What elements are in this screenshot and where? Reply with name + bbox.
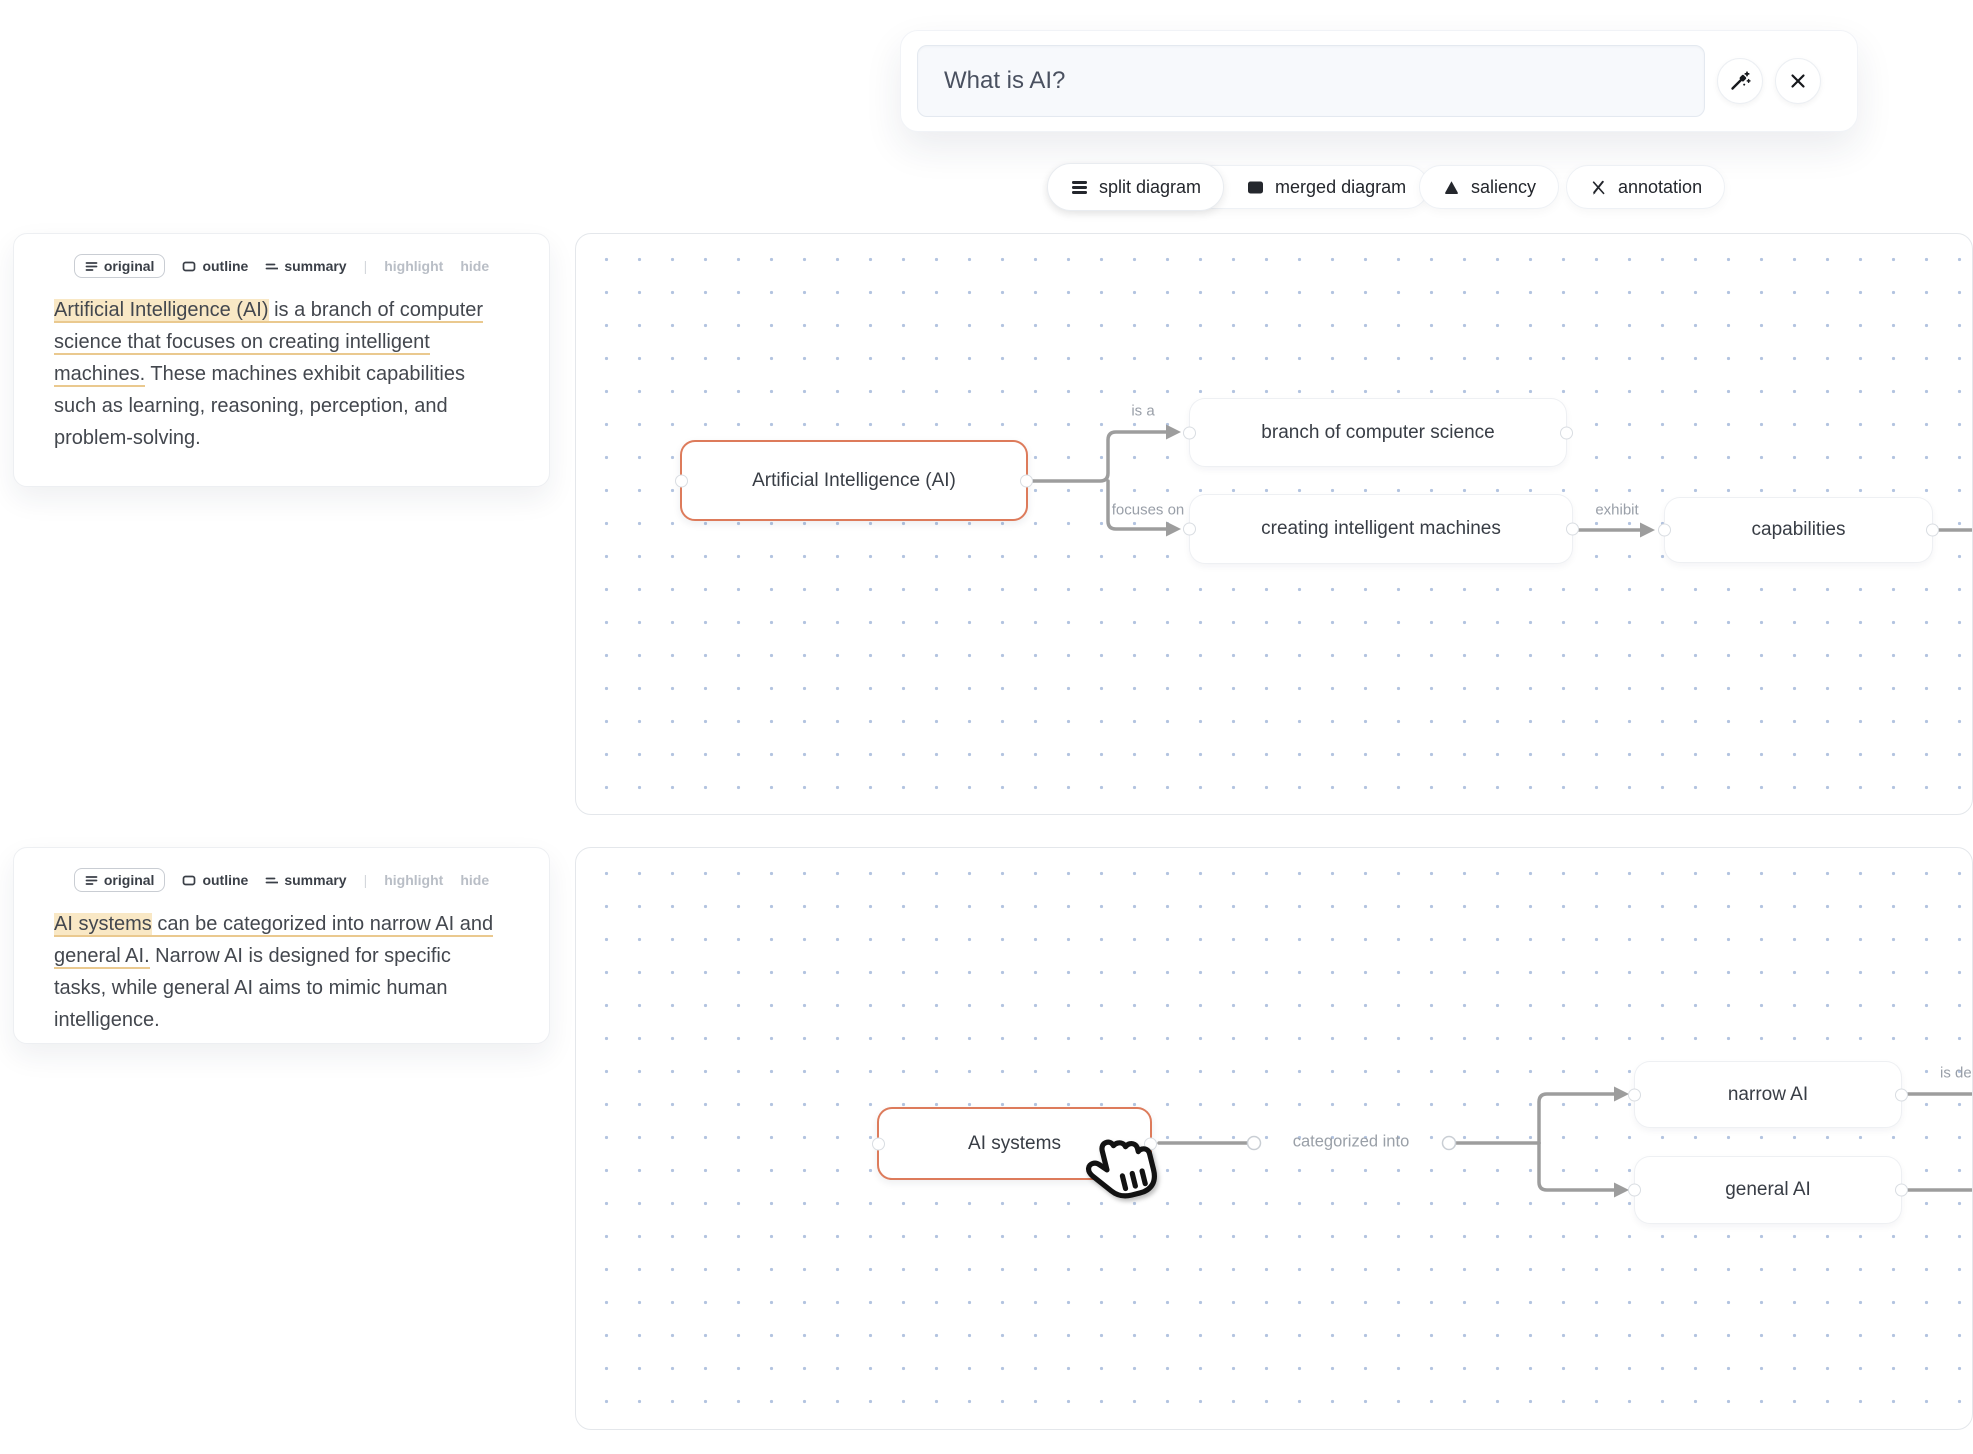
merged-diagram-button[interactable]: merged diagram — [1224, 167, 1428, 208]
triangle-icon — [1445, 180, 1458, 194]
filled-square-icon — [1248, 181, 1264, 193]
panel-tab-bar: original outline summary | highlight hid… — [14, 868, 549, 892]
tab-hide[interactable]: hide — [460, 258, 489, 274]
node-handle-left[interactable] — [1183, 426, 1196, 439]
lines-icon — [85, 875, 98, 885]
annotation-button[interactable]: annotation — [1566, 165, 1726, 209]
tab-highlight-label: highlight — [384, 872, 444, 888]
node-handle-right[interactable] — [1566, 522, 1579, 536]
node-handle-left[interactable] — [1183, 522, 1196, 536]
node-label: creating intelligent machines — [1261, 518, 1501, 539]
node-handle-left[interactable] — [1628, 1088, 1641, 1101]
lines-icon — [85, 261, 98, 271]
source-text-panel-1: original outline summary | highlight hid… — [13, 233, 550, 487]
edge-label-is-a: is a — [1131, 402, 1155, 420]
diagram-mode-switcher: split diagram merged diagram — [1047, 163, 1430, 211]
tab-outline-label: outline — [202, 258, 249, 274]
tab-original-label: original — [103, 258, 155, 274]
node-handle-right[interactable] — [1926, 523, 1939, 537]
node-artificial-intelligence[interactable]: Artificial Intelligence (AI) — [675, 440, 1033, 521]
tab-highlight-label: highlight — [384, 258, 444, 274]
edge-label-categorized-into: categorized into — [1292, 1132, 1410, 1151]
node-label: Artificial Intelligence (AI) — [752, 469, 956, 491]
tab-highlight[interactable]: highlight — [384, 258, 443, 274]
diagram-canvas-2[interactable]: categorized into is de AI systems narrow… — [575, 847, 1973, 1430]
node-handle-right[interactable] — [1895, 1088, 1908, 1101]
saliency-button[interactable]: saliency — [1419, 165, 1560, 209]
node-label: capabilities — [1751, 519, 1846, 540]
tab-separator: | — [363, 258, 368, 274]
split-diagram-button[interactable]: split diagram — [1047, 163, 1225, 211]
source-text: AI systems can be categorized into narro… — [54, 908, 505, 1036]
tab-summary[interactable]: summary — [265, 872, 347, 888]
node-capabilities[interactable]: capabilities — [1658, 498, 1939, 562]
tab-outline-label: outline — [202, 872, 249, 888]
edge-label-is-de: is de — [1940, 1064, 1972, 1082]
underlined-phrase[interactable]: can be categorized into narrow AI and ge… — [54, 913, 494, 969]
node-handle-left[interactable] — [675, 474, 688, 487]
source-text: Artificial Intelligence (AI) is a branch… — [54, 294, 505, 454]
node-handle-right[interactable] — [1144, 1137, 1157, 1150]
question-input[interactable] — [917, 45, 1705, 117]
close-icon — [1791, 74, 1805, 88]
node-branch-of-computer-science[interactable]: branch of computer science — [1183, 399, 1573, 466]
close-button[interactable] — [1775, 58, 1821, 104]
node-handle-left[interactable] — [872, 1137, 885, 1150]
node-handle-left[interactable] — [1628, 1183, 1641, 1197]
node-label: AI systems — [968, 1132, 1061, 1154]
tab-summary[interactable]: summary — [265, 258, 347, 274]
tab-hide-label: hide — [460, 258, 490, 274]
tab-highlight[interactable]: highlight — [384, 872, 443, 888]
tab-hide[interactable]: hide — [460, 872, 489, 888]
frame-icon — [183, 875, 196, 885]
underlined-phrase[interactable]: is a branch of computer science that foc… — [54, 299, 484, 387]
node-label: branch of computer science — [1261, 421, 1495, 443]
node-general-ai[interactable]: general AI — [1628, 1157, 1908, 1223]
rows-icon — [1072, 180, 1087, 194]
summary-lines-icon — [265, 263, 279, 269]
node-handle-right[interactable] — [1895, 1183, 1908, 1197]
tab-summary-label: summary — [284, 258, 347, 274]
pen-slash-icon — [1592, 180, 1605, 195]
saliency-label: saliency — [1471, 176, 1537, 197]
tab-original[interactable]: original — [73, 254, 166, 278]
plain-text: Narrow AI is designed for specific tasks… — [54, 945, 451, 1031]
tab-original-label: original — [103, 872, 155, 888]
tab-separator: | — [363, 872, 368, 888]
plain-text: These machines exhibit capabilities such… — [54, 363, 465, 449]
node-ai-systems[interactable]: AI systems — [872, 1107, 1157, 1180]
merged-diagram-label: merged diagram — [1275, 176, 1407, 197]
node-narrow-ai[interactable]: narrow AI — [1628, 1062, 1908, 1127]
edge-label-focuses-on: focuses on — [1111, 501, 1185, 519]
source-text-panel-2: original outline summary | highlight hid… — [13, 847, 550, 1044]
highlighted-phrase[interactable]: Artificial Intelligence (AI) — [54, 299, 269, 323]
edge-label-exhibit: exhibit — [1595, 501, 1639, 519]
node-label: narrow AI — [1727, 1083, 1809, 1105]
magic-wand-button[interactable] — [1717, 58, 1763, 104]
summary-lines-icon — [265, 877, 279, 883]
node-creating-intelligent-machines[interactable]: creating intelligent machines — [1183, 495, 1579, 563]
tab-original[interactable]: original — [73, 868, 166, 892]
query-card — [900, 30, 1858, 132]
split-diagram-label: split diagram — [1099, 176, 1202, 197]
annotation-label: annotation — [1618, 176, 1703, 197]
magic-wand-icon — [1731, 71, 1751, 90]
highlighted-phrase[interactable]: AI systems — [54, 913, 152, 937]
node-handle-left[interactable] — [1658, 523, 1671, 537]
edges-layer — [1157, 1086, 1972, 1198]
node-label: general AI — [1725, 1179, 1811, 1200]
node-handle-right[interactable] — [1020, 474, 1033, 487]
diagram-canvas-1[interactable]: is a focuses on exhibit Artificial Intel… — [575, 233, 1973, 815]
tab-outline[interactable]: outline — [182, 872, 248, 888]
tab-hide-label: hide — [460, 872, 490, 888]
node-handle-right[interactable] — [1560, 426, 1573, 439]
panel-tab-bar: original outline summary | highlight hid… — [14, 254, 549, 278]
tab-outline[interactable]: outline — [182, 258, 248, 274]
frame-icon — [183, 261, 196, 271]
tab-summary-label: summary — [284, 872, 347, 888]
